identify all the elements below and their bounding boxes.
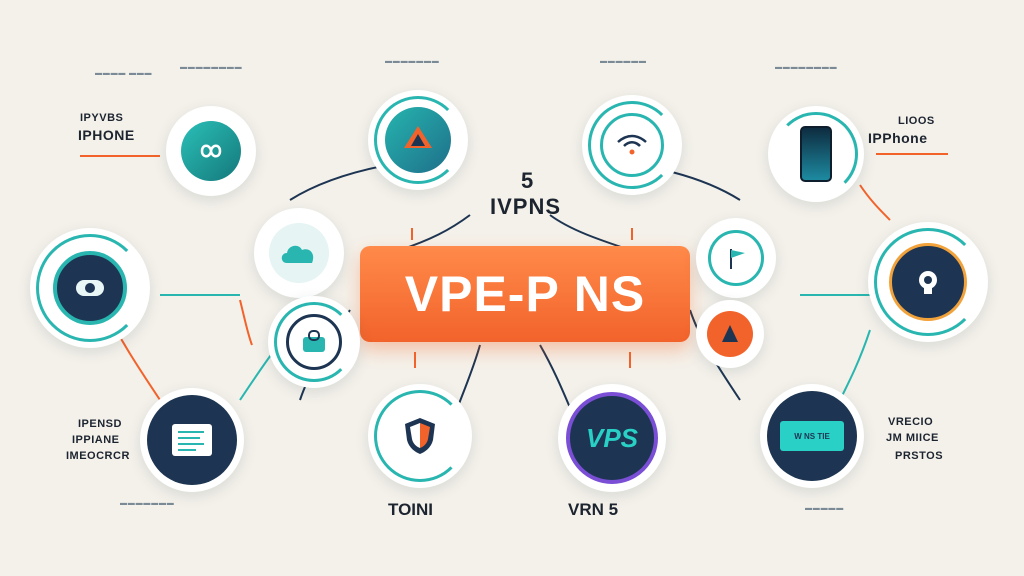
label-top-left: IPHONE bbox=[78, 127, 135, 143]
micro-text: ▬▬▬▬▬▬▬▬ bbox=[180, 64, 243, 71]
label-bottom-right-3: PRSTOS bbox=[895, 450, 944, 462]
label-top-left-small: IPYVBS bbox=[80, 112, 124, 124]
label-bottom-left-3: IMEOCRCR bbox=[66, 450, 130, 462]
node-cloud[interactable] bbox=[254, 208, 344, 298]
vps-icon: VPS bbox=[566, 392, 658, 484]
cloud-icon bbox=[269, 223, 329, 283]
banner-title: VPE-P NS bbox=[404, 266, 646, 322]
monitor-icon: W NS TIE bbox=[767, 391, 857, 481]
node-cone[interactable] bbox=[696, 300, 764, 368]
header-number: 5 bbox=[521, 168, 534, 193]
cone-icon bbox=[707, 311, 753, 357]
node-server[interactable] bbox=[140, 388, 244, 492]
label-bottom-left-1: IPENSD bbox=[78, 418, 122, 430]
micro-text: ▬▬▬▬▬▬▬ bbox=[385, 58, 440, 65]
node-flag[interactable] bbox=[696, 218, 776, 298]
screen-badge: W NS TIE bbox=[780, 421, 844, 451]
node-phone[interactable] bbox=[768, 106, 864, 202]
infinity-icon bbox=[181, 121, 241, 181]
label-top-right-small: LIOOS bbox=[898, 115, 935, 127]
flag-icon bbox=[708, 230, 764, 286]
header-title: IVPNS bbox=[490, 194, 562, 219]
micro-text: ▬▬▬▬▬▬ bbox=[600, 58, 647, 65]
server-icon bbox=[147, 395, 237, 485]
node-lock[interactable] bbox=[268, 296, 360, 388]
accent-dash bbox=[876, 153, 948, 155]
node-wifi-shield[interactable] bbox=[582, 95, 682, 195]
node-shield[interactable] bbox=[368, 384, 472, 488]
node-monitor[interactable]: W NS TIE bbox=[760, 384, 864, 488]
node-vpn-shield[interactable] bbox=[368, 90, 468, 190]
micro-text: ▬▬▬▬ ▬▬▬ bbox=[95, 70, 153, 77]
accent-dash bbox=[80, 155, 160, 157]
label-bottom-right-2: JM MIICE bbox=[886, 432, 939, 444]
node-camera[interactable] bbox=[868, 222, 988, 342]
micro-text: ▬▬▬▬▬ bbox=[805, 505, 844, 512]
vps-badge: VPS bbox=[585, 422, 639, 453]
node-infinity[interactable] bbox=[166, 106, 256, 196]
label-top-right: IPPhone bbox=[868, 130, 928, 146]
label-bottom-left-2: IPPIANE bbox=[72, 434, 120, 446]
label-bottom-center-right: VRN 5 bbox=[568, 500, 619, 519]
node-vps[interactable]: VPS bbox=[558, 384, 666, 492]
micro-text: ▬▬▬▬▬▬▬ bbox=[120, 500, 175, 507]
micro-text: ▬▬▬▬▬▬▬▬ bbox=[775, 64, 838, 71]
main-banner: VPE-P NS bbox=[360, 246, 690, 342]
label-bottom-center-left: TOINI bbox=[388, 500, 434, 519]
node-eye[interactable] bbox=[30, 228, 150, 348]
label-bottom-right-1: VRECIO bbox=[888, 416, 934, 428]
